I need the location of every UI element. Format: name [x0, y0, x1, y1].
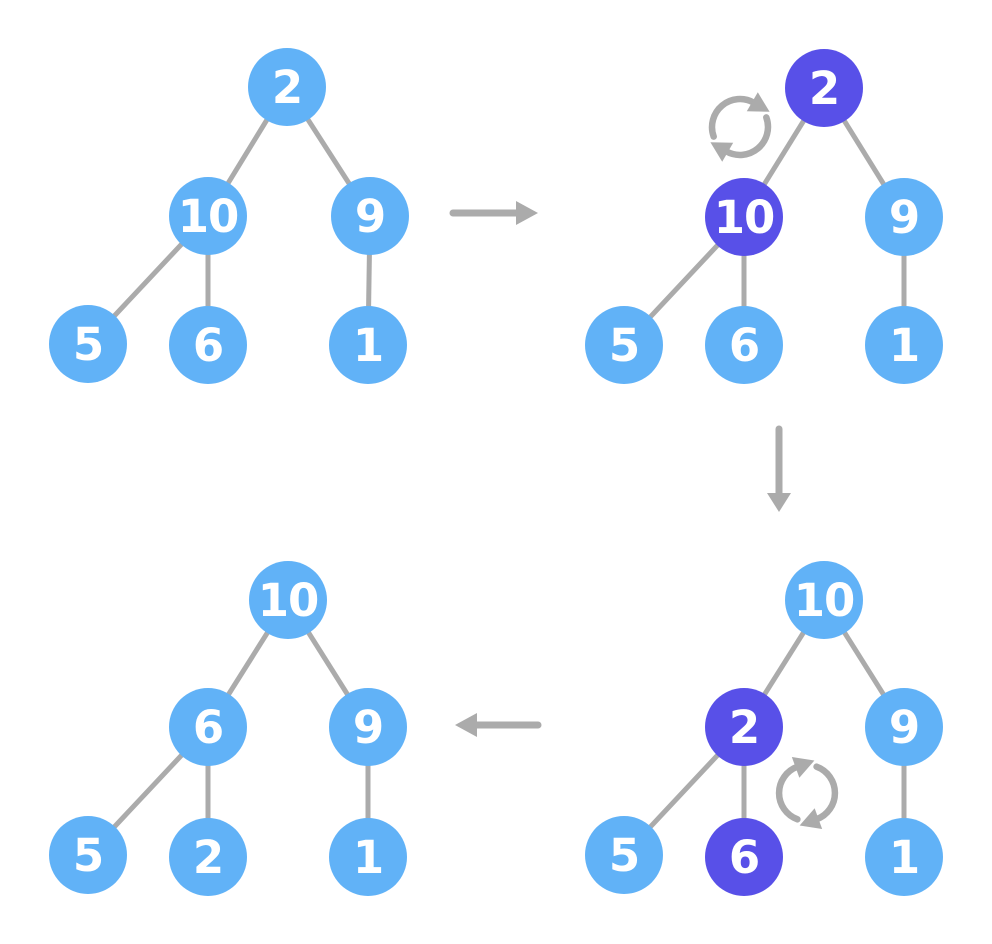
node-value: 2 — [808, 61, 840, 115]
node-value: 1 — [888, 830, 920, 884]
tree-2-node-2: 2 — [785, 49, 863, 127]
node-value: 1 — [888, 318, 920, 372]
tree-1-node-1: 1 — [329, 306, 407, 384]
tree-4-node-5: 5 — [49, 816, 127, 894]
node-value: 1 — [352, 318, 384, 372]
tree-4-node-1: 1 — [329, 818, 407, 896]
down-arrow-icon — [767, 425, 791, 512]
tree-3-node-2: 2 — [705, 688, 783, 766]
node-value: 6 — [192, 318, 224, 372]
node-value: 2 — [192, 830, 224, 884]
node-value: 9 — [888, 700, 920, 754]
tree-4-node-6: 6 — [169, 688, 247, 766]
tree-3-node-10: 10 — [785, 561, 863, 639]
left-arrow-icon — [455, 713, 542, 737]
swap-icon — [775, 757, 839, 829]
node-value: 9 — [888, 190, 920, 244]
node-value: 6 — [192, 700, 224, 754]
right-arrow-icon — [449, 201, 538, 225]
tree-3-node-9: 9 — [865, 688, 943, 766]
tree-3-node-1: 1 — [865, 818, 943, 896]
tree-4-node-2: 2 — [169, 818, 247, 896]
tree-1-node-9: 9 — [331, 177, 409, 255]
tree-2-node-6: 6 — [705, 306, 783, 384]
node-value: 10 — [177, 189, 240, 243]
tree-1-node-5: 5 — [49, 305, 127, 383]
node-value: 5 — [72, 317, 104, 371]
tree-2-node-9: 9 — [865, 178, 943, 256]
node-value: 5 — [72, 828, 104, 882]
tree-1-node-6: 6 — [169, 306, 247, 384]
tree-4-node-10: 10 — [249, 561, 327, 639]
tree-2-node-5: 5 — [585, 306, 663, 384]
tree-4-node-9: 9 — [329, 688, 407, 766]
node-value: 6 — [728, 318, 760, 372]
tree-1-node-2: 2 — [248, 48, 326, 126]
node-value: 5 — [608, 318, 640, 372]
tree-3-node-5: 5 — [585, 816, 663, 894]
tree-3-node-6: 6 — [705, 818, 783, 896]
node-value: 5 — [608, 828, 640, 882]
node-value: 9 — [354, 189, 386, 243]
swap-icon — [708, 92, 772, 162]
tree-1-node-10: 10 — [169, 177, 247, 255]
node-value: 10 — [713, 190, 776, 244]
node-value: 2 — [271, 60, 303, 114]
tree-2-node-10: 10 — [705, 178, 783, 256]
node-value: 1 — [352, 830, 384, 884]
node-value: 10 — [257, 573, 320, 627]
tree-2-node-1: 1 — [865, 306, 943, 384]
node-value: 10 — [793, 573, 856, 627]
node-value: 2 — [728, 700, 760, 754]
node-value: 6 — [728, 830, 760, 884]
node-value: 9 — [352, 700, 384, 754]
